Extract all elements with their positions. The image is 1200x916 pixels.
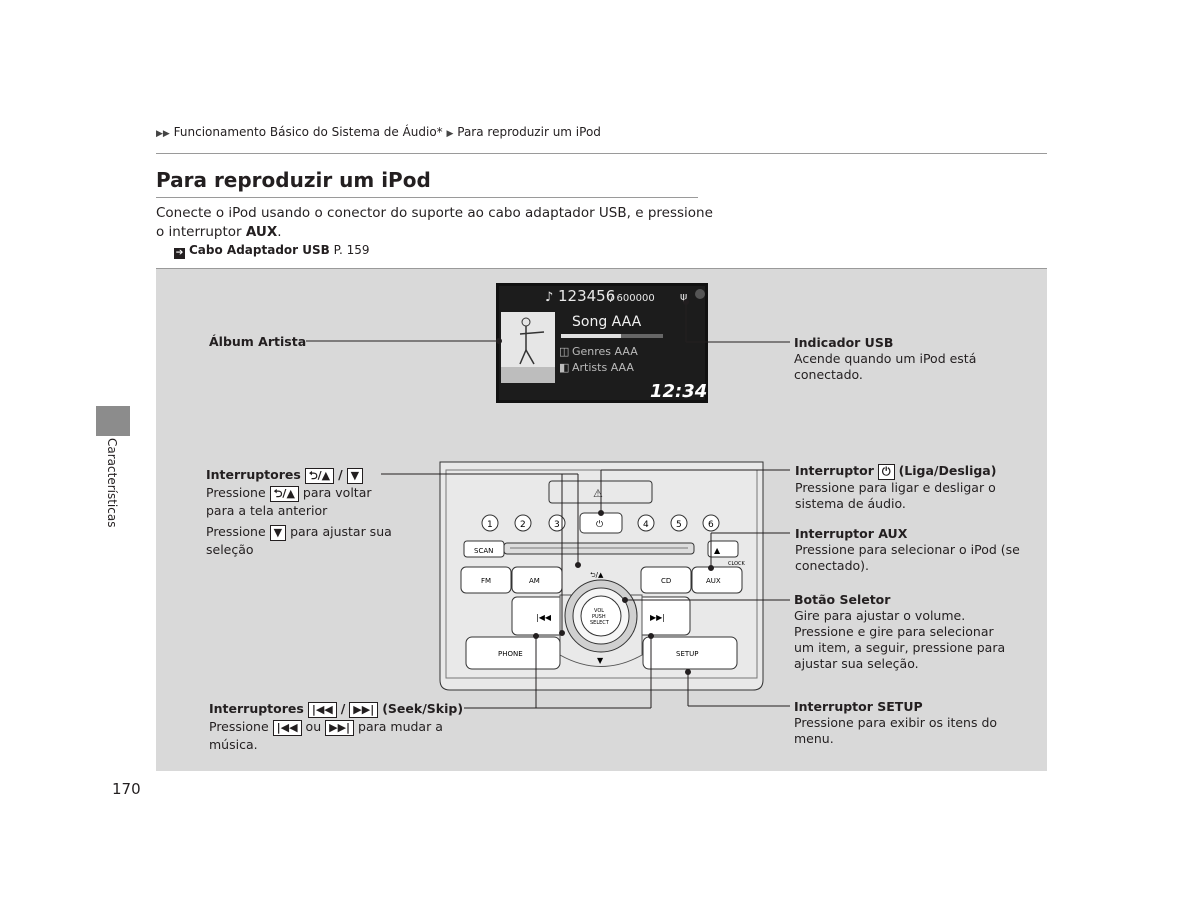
skip-back-key-icon: |◀◀ bbox=[308, 702, 337, 718]
clock-label: CLOCK bbox=[728, 561, 746, 567]
callout-selector-title: Botão Seletor bbox=[794, 592, 890, 607]
callout-usb-desc: conectado. bbox=[794, 367, 863, 382]
callout-power-desc: Pressione para ligar e desligar o bbox=[795, 480, 996, 495]
callout-seek-text: para mudar a bbox=[358, 719, 443, 734]
down-key-icon: ▼ bbox=[270, 525, 286, 541]
callout-aux-desc: Pressione para selecionar o iPod (se bbox=[795, 542, 1020, 557]
callout-back-text: seleção bbox=[206, 542, 254, 557]
bluetooth-icon bbox=[695, 289, 705, 299]
seek-forward-icon: ▶▶| bbox=[650, 613, 665, 622]
aux-label: AUX bbox=[706, 577, 721, 585]
display-track: 123456 bbox=[558, 287, 615, 305]
callout-seek-title: Interruptores bbox=[209, 701, 304, 716]
callout-aux-desc: conectado). bbox=[795, 558, 869, 573]
back-key-icon: ⮌/▲ bbox=[305, 468, 334, 484]
callout-selector-desc: Gire para ajustar o volume. bbox=[794, 608, 965, 623]
eject-icon: ▲ bbox=[714, 546, 721, 555]
am-label: AM bbox=[529, 577, 540, 585]
cd-label: CD bbox=[661, 577, 671, 585]
down-key-icon: ▼ bbox=[347, 468, 363, 484]
genre-icon: ◫ bbox=[559, 345, 569, 358]
callout-setup: Interruptor SETUP Pressione para exibir … bbox=[794, 699, 997, 747]
callout-seek-title2: (Seek/Skip) bbox=[382, 701, 463, 716]
note-icon: ♪ bbox=[545, 290, 553, 305]
callout-seek-text: Pressione bbox=[209, 719, 269, 734]
preset-label: 4 bbox=[643, 520, 649, 530]
progress-bar-fill bbox=[561, 334, 621, 338]
back-label[interactable]: ⮌/▲ bbox=[590, 571, 604, 579]
display-clock: 12:34 bbox=[650, 381, 707, 402]
power-icon: ⏻ bbox=[596, 519, 603, 530]
display-total: / 600000 bbox=[610, 293, 655, 304]
callout-aux: Interruptor AUX Pressione para seleciona… bbox=[795, 526, 1020, 574]
callout-setup-desc: menu. bbox=[794, 731, 834, 746]
callout-setup-title: Interruptor SETUP bbox=[794, 699, 923, 714]
callout-selector-desc: ajustar sua seleção. bbox=[794, 656, 919, 671]
down-arrow-icon[interactable]: ▼ bbox=[597, 656, 604, 665]
eject-button[interactable] bbox=[708, 541, 738, 557]
seek-back-icon: |◀◀ bbox=[536, 613, 552, 622]
callout-seek-sep: / bbox=[341, 701, 346, 716]
callout-usb-title: Indicador USB bbox=[794, 335, 893, 350]
callout-back-title: Interruptores bbox=[206, 467, 301, 482]
knob-label: SELECT bbox=[590, 620, 610, 626]
preset-label: 3 bbox=[554, 520, 560, 530]
callout-back-sep: / bbox=[338, 467, 343, 482]
callout-selector-desc: Pressione e gire para selecionar bbox=[794, 624, 994, 639]
callout-setup-desc: Pressione para exibir os itens do bbox=[794, 715, 997, 730]
album-art bbox=[501, 312, 555, 367]
preset-label: 5 bbox=[676, 520, 682, 530]
callout-album-title: Álbum Artista bbox=[209, 334, 306, 349]
callout-selector-desc: um item, a seguir, pressione para bbox=[794, 640, 1005, 655]
callout-selector: Botão Seletor Gire para ajustar o volume… bbox=[794, 592, 1005, 672]
callout-seek-text: ou bbox=[306, 719, 322, 734]
callout-power: Interruptor ⏻ (Liga/Desliga) Pressione p… bbox=[795, 463, 996, 512]
callout-power-title: Interruptor bbox=[795, 463, 874, 478]
artist-icon: ◧ bbox=[559, 361, 569, 374]
preset-label: 2 bbox=[520, 520, 526, 530]
callout-back-text: para voltar bbox=[303, 485, 372, 500]
callout-back-text: para a tela anterior bbox=[206, 503, 327, 518]
callout-seek: Interruptores |◀◀ / ▶▶| (Seek/Skip) Pres… bbox=[209, 700, 463, 753]
preset-label: 1 bbox=[487, 520, 493, 530]
display-song: Song AAA bbox=[572, 314, 642, 330]
callout-back-text: para ajustar sua bbox=[290, 524, 392, 539]
callout-usb: Indicador USB Acende quando um iPod está… bbox=[794, 335, 976, 383]
display-genre: Genres AAA bbox=[572, 345, 638, 358]
skip-forward-key-icon: ▶▶| bbox=[325, 720, 354, 736]
skip-forward-key-icon: ▶▶| bbox=[349, 702, 378, 718]
phone-label: PHONE bbox=[498, 650, 523, 658]
back-key-icon: ⮌/▲ bbox=[270, 486, 299, 502]
callout-back: Interruptores ⮌/▲ / ▼ Pressione ⮌/▲ para… bbox=[206, 466, 392, 558]
callout-power-title2: (Liga/Desliga) bbox=[899, 463, 997, 478]
setup-label: SETUP bbox=[676, 650, 699, 658]
fm-label: FM bbox=[481, 577, 491, 585]
callout-back-text: Pressione bbox=[206, 524, 266, 539]
power-key-icon: ⏻ bbox=[878, 464, 895, 480]
callout-power-desc: sistema de áudio. bbox=[795, 496, 906, 511]
preset-label: 6 bbox=[708, 520, 714, 530]
display-artist: Artists AAA bbox=[572, 361, 634, 374]
scan-label: SCAN bbox=[474, 547, 493, 555]
audio-display: ♪ 123456 / 600000 ψ Song AAA ◫ Genres AA… bbox=[496, 283, 708, 403]
callout-aux-title: Interruptor AUX bbox=[795, 526, 907, 541]
callout-album: Álbum Artista bbox=[209, 334, 306, 350]
callout-usb-desc: Acende quando um iPod está bbox=[794, 351, 976, 366]
skip-back-key-icon: |◀◀ bbox=[273, 720, 302, 736]
callout-back-text: Pressione bbox=[206, 485, 266, 500]
callout-seek-text: música. bbox=[209, 737, 258, 752]
